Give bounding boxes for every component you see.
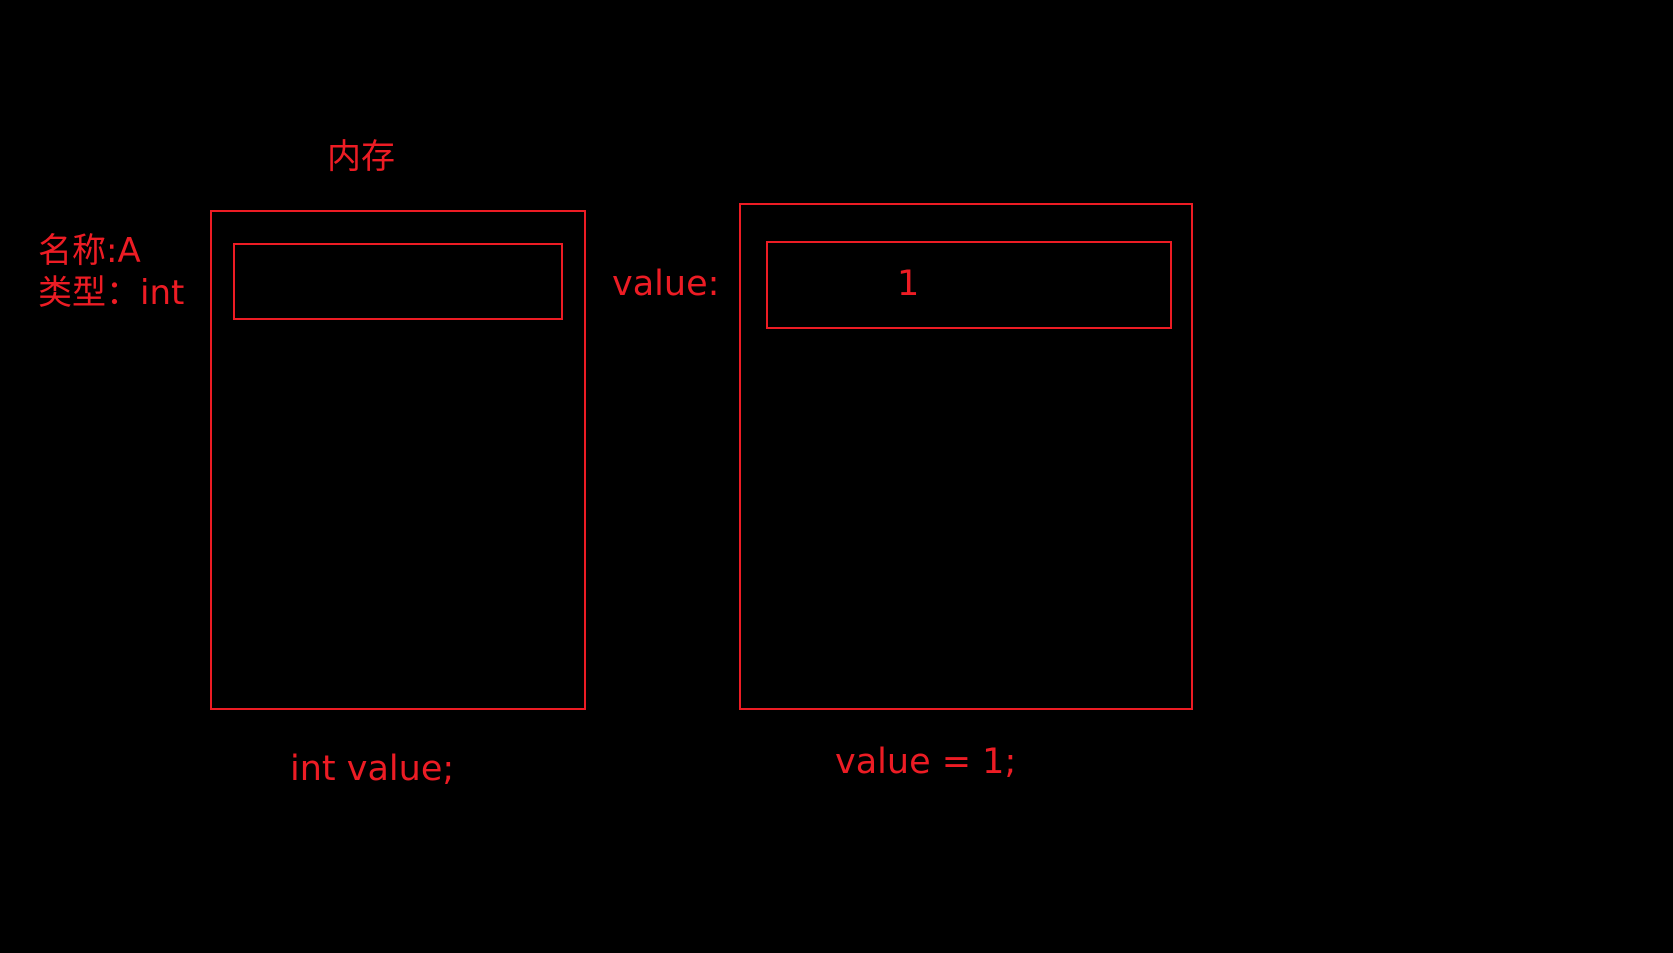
memory-slot-empty <box>233 243 563 320</box>
value-label: value: <box>612 264 720 304</box>
declaration-caption: int value; <box>290 749 455 789</box>
variable-name-label: 名称:A <box>38 231 141 271</box>
assignment-caption: value = 1; <box>835 742 1017 782</box>
memory-title: 内存 <box>327 137 395 177</box>
variable-type-label: 类型：int <box>38 273 185 313</box>
memory-block-assignment <box>739 203 1193 710</box>
memory-block-declaration <box>210 210 586 710</box>
memory-slot-filled <box>766 241 1172 329</box>
memory-slot-value: 1 <box>897 264 920 304</box>
